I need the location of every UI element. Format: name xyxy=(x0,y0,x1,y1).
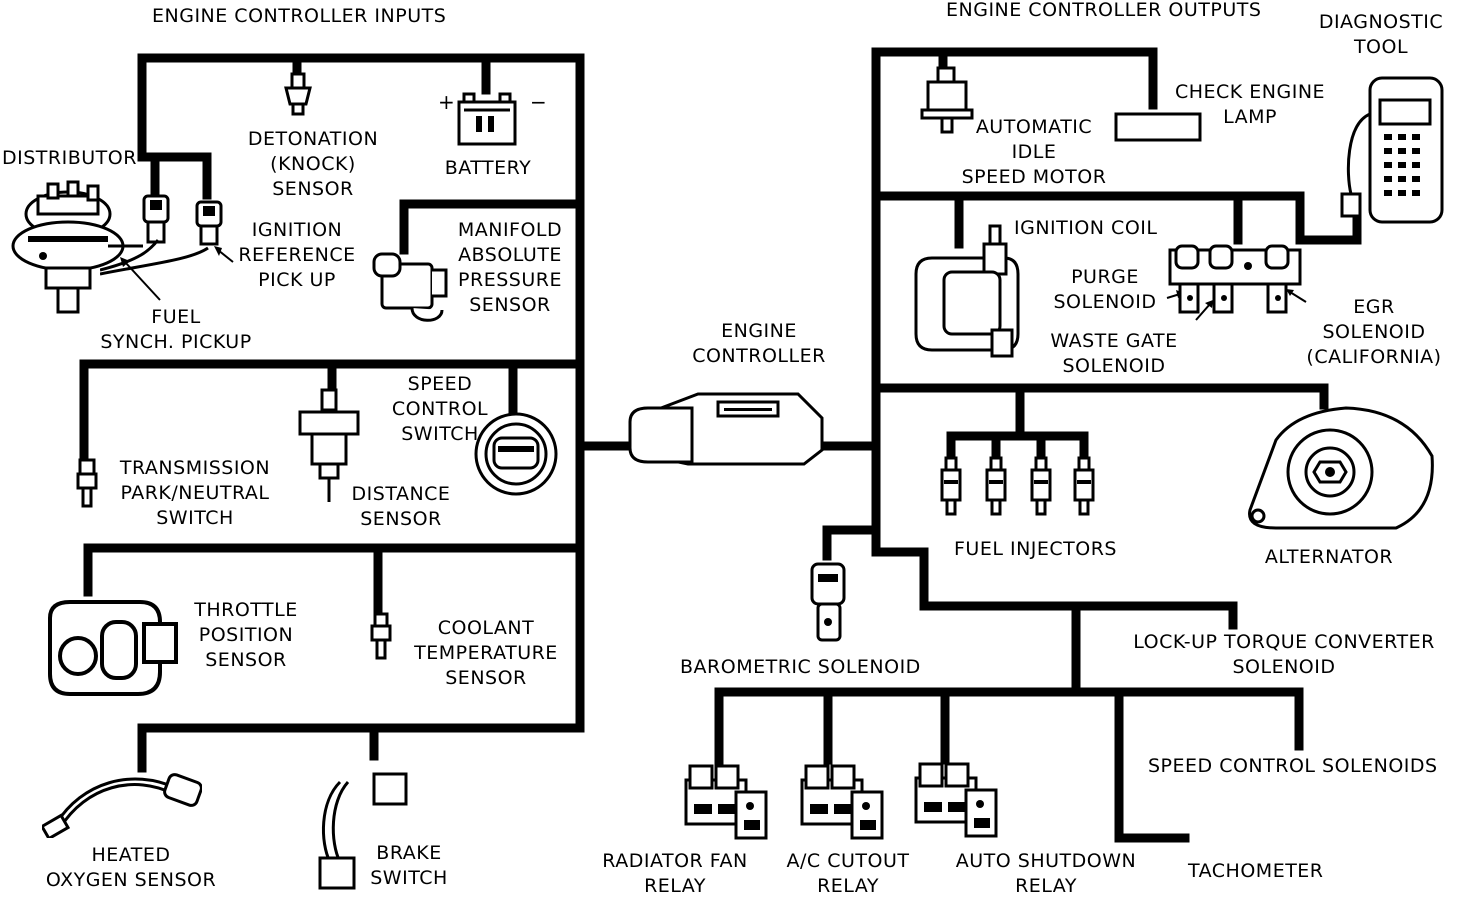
alternator-illustration xyxy=(1236,400,1440,536)
pickup-wires xyxy=(100,239,209,276)
pickup-connector-icon xyxy=(192,198,226,250)
map-sensor-illustration xyxy=(372,240,452,326)
brake-switch-illustration xyxy=(300,752,410,892)
fuel-injector-icon xyxy=(985,456,1007,518)
diagnostic-tool-illustration xyxy=(1336,74,1446,226)
distributor-connector-icon xyxy=(138,192,174,248)
battery-plus-sign: + xyxy=(438,90,456,114)
fuel-injector-icon xyxy=(940,456,962,518)
solenoid-pack-illustration xyxy=(1168,240,1304,324)
transmission-switch-illustration xyxy=(76,458,98,510)
radiator-fan-relay-illustration xyxy=(684,760,770,842)
battery-label: BATTERY xyxy=(444,157,532,179)
coolant-sensor-illustration xyxy=(370,612,392,662)
knock-sensor-illustration xyxy=(282,72,314,118)
idle-motor-illustration xyxy=(920,66,974,136)
alternator-label: ALTERNATOR xyxy=(1264,546,1394,568)
ignition-coil-label: IGNITION COIL xyxy=(1014,217,1158,239)
battery-illustration xyxy=(456,88,518,148)
distributor-label: DISTRIBUTOR xyxy=(2,147,137,169)
distributor-illustration xyxy=(8,176,143,318)
barometric-solenoid-label: BAROMETRIC SOLENOID xyxy=(680,656,921,678)
outputs-header: ENGINE CONTROLLER OUTPUTS xyxy=(946,0,1262,21)
detonation-sensor-label: DETONATION(KNOCK)SENSOR xyxy=(247,128,379,200)
check-engine-lamp-illustration xyxy=(1114,112,1202,142)
distance-sensor-illustration xyxy=(296,388,362,506)
fuel-injector-icon xyxy=(1030,456,1052,518)
oxygen-sensor-illustration xyxy=(42,762,202,838)
ac-cutout-relay-illustration xyxy=(800,760,886,842)
speed-control-switch-illustration xyxy=(472,410,560,498)
ignition-coil-illustration xyxy=(912,224,1022,360)
battery-minus-sign: − xyxy=(530,90,548,114)
barometric-solenoid-illustration xyxy=(804,560,852,644)
fuel-injectors-label: FUEL INJECTORS xyxy=(954,538,1117,560)
fuel-injector-icon xyxy=(1073,456,1095,518)
tachometer-label: TACHOMETER xyxy=(1188,860,1324,882)
inputs-header: ENGINE CONTROLLER INPUTS xyxy=(152,5,447,27)
speed-control-solenoids-label: SPEED CONTROL SOLENOIDS xyxy=(1148,755,1438,777)
throttle-sensor-illustration xyxy=(40,598,180,698)
auto-shutdown-relay-illustration xyxy=(914,758,1000,840)
engine-controller-illustration xyxy=(628,378,830,468)
